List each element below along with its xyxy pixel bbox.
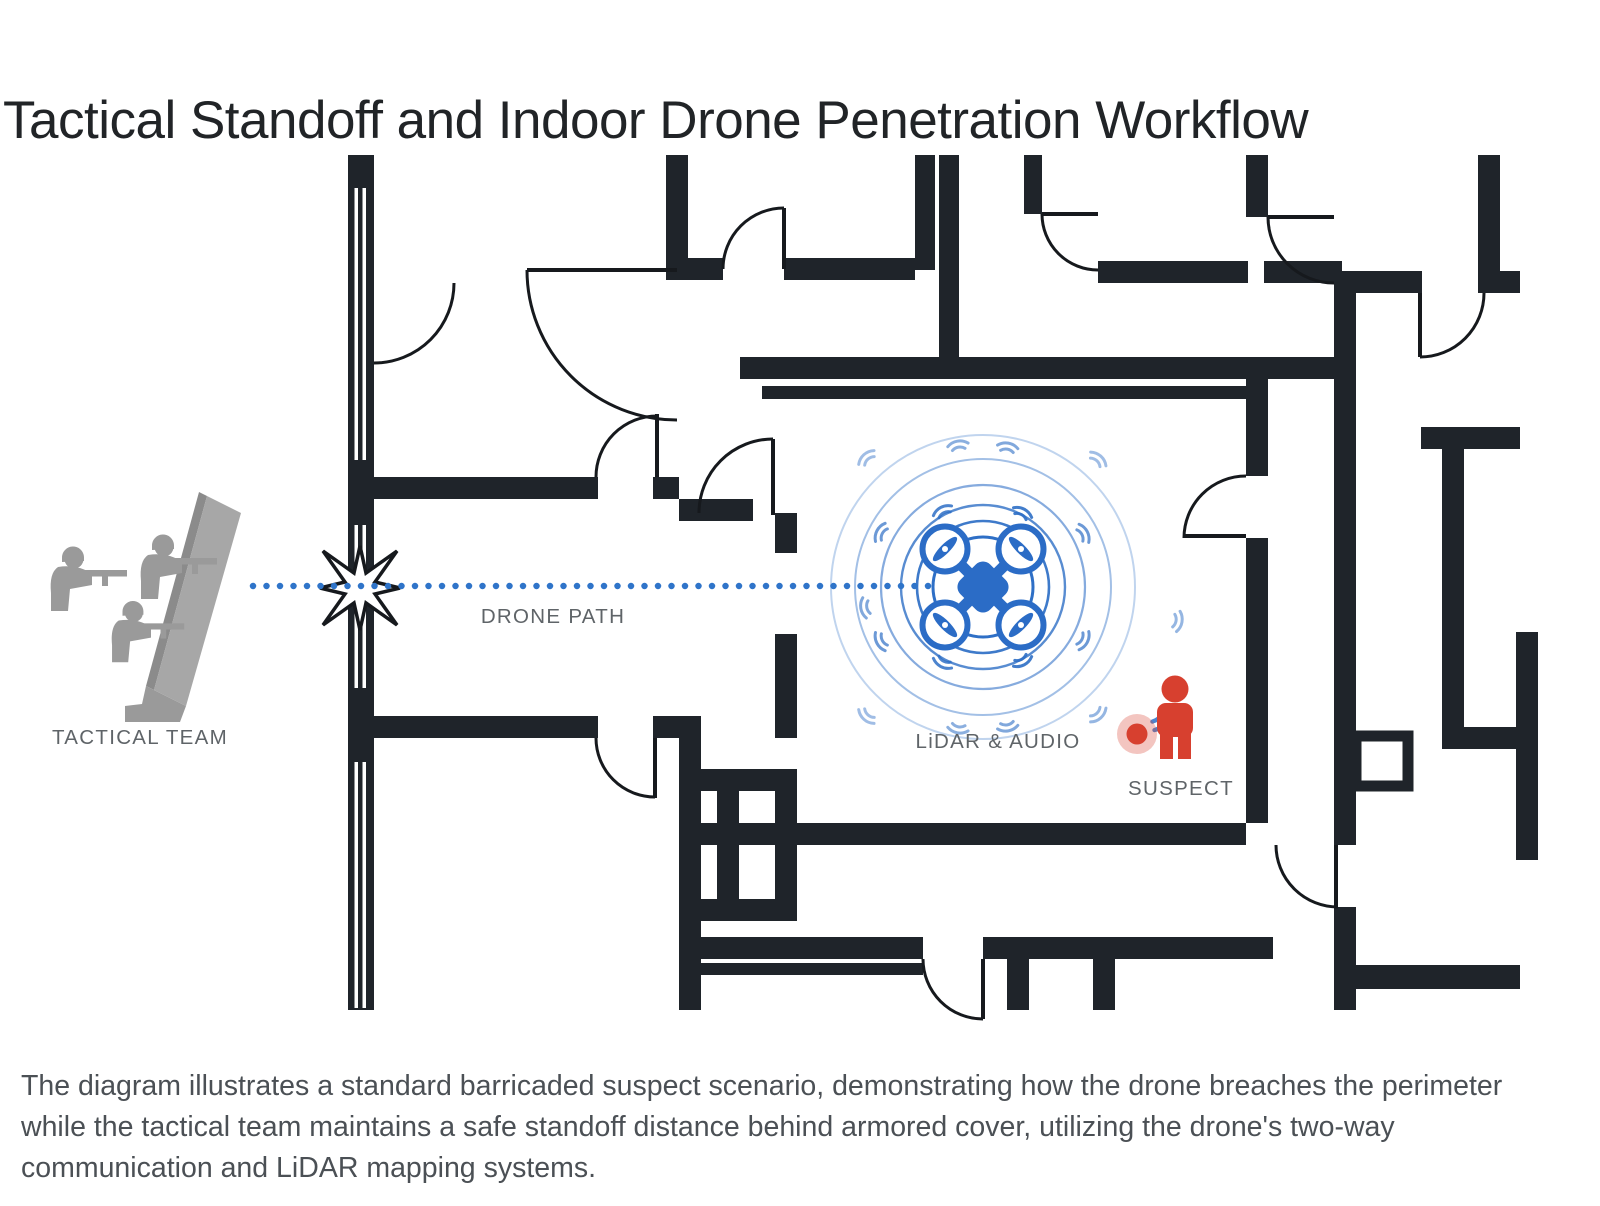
tactical-team-icon bbox=[50, 492, 241, 722]
suspect-label: SUSPECT bbox=[1128, 777, 1234, 800]
suspect-location-dot-icon bbox=[1117, 714, 1157, 754]
door-swings bbox=[373, 206, 1486, 1021]
caption-line-1: The diagram illustrates a standard barri… bbox=[21, 1070, 1503, 1102]
caption: The diagram illustrates a standard barri… bbox=[21, 1066, 1502, 1189]
caption-line-3: communication and LiDAR mapping systems. bbox=[21, 1152, 596, 1184]
lidar-audio-label: LiDAR & AUDIO bbox=[916, 730, 1081, 753]
tactical-team-label: TACTICAL TEAM bbox=[52, 726, 228, 749]
armored-cover-icon bbox=[125, 492, 241, 722]
quadcopter-drone-icon bbox=[919, 523, 1047, 651]
floor-plan-walls bbox=[348, 155, 1538, 1021]
caption-line-2: while the tactical team maintains a safe… bbox=[21, 1111, 1395, 1143]
drone-path-label: DRONE PATH bbox=[481, 605, 625, 628]
suspect-person-icon bbox=[1157, 675, 1193, 759]
page-title: Tactical Standoff and Indoor Drone Penet… bbox=[3, 90, 1309, 150]
suspect-icon bbox=[1117, 675, 1193, 759]
